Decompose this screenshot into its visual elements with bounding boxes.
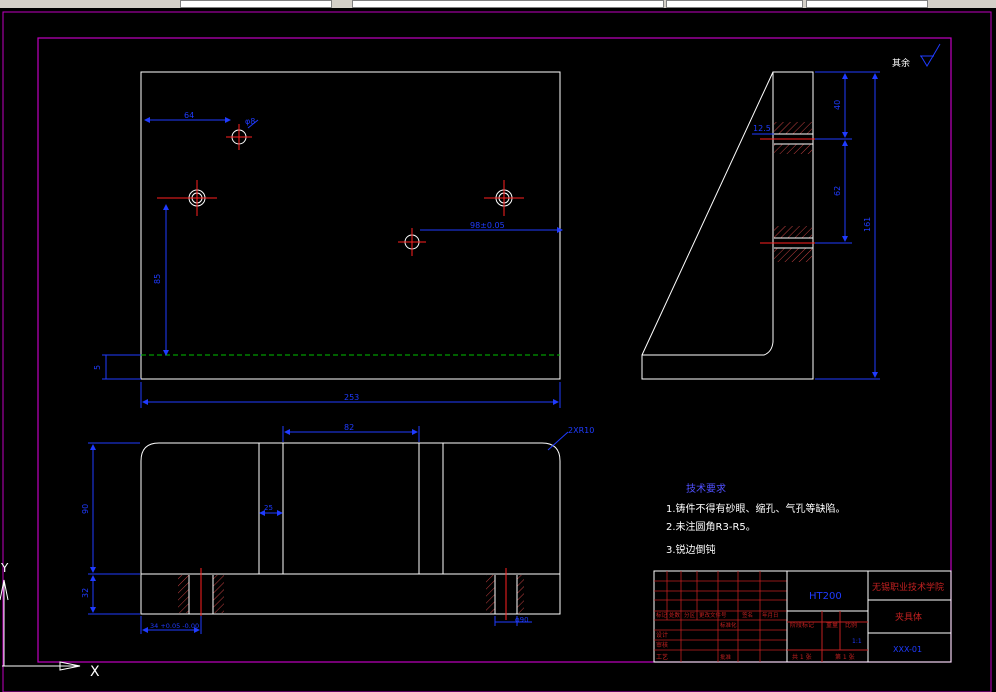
tb-row-label-6: 年月日 <box>762 611 779 619</box>
tb-row-label-2: 处数 <box>669 611 681 619</box>
title-block[interactable]: HT200 无锡职业技术学院 夹具体 XXX-01 标记 处数 分区 更改文件号… <box>653 570 952 663</box>
dim-front-height: 85 <box>153 274 162 284</box>
bottom-outline <box>140 442 561 615</box>
dim-bottom-slot: 25 <box>264 504 273 512</box>
dim-bottom-right: φ90 <box>515 616 529 624</box>
toolbar-strip <box>0 0 996 8</box>
hole-center[interactable] <box>398 228 426 256</box>
tech-item-3: 3.锐边倒钝 <box>666 543 716 556</box>
toolbar-field[interactable] <box>180 0 332 8</box>
dim-bottom-chamfer: 2XR10 <box>568 426 594 435</box>
surface-mark-label: 其余 <box>892 57 910 69</box>
ucs-y-label: Y <box>0 561 9 575</box>
front-outline <box>140 71 561 380</box>
tb-stage-label-2: 重量 <box>826 621 838 629</box>
tb-scale: 1:1 <box>852 638 862 645</box>
tb-approve-label: 批准 <box>720 653 732 661</box>
hole-top-left[interactable] <box>226 124 252 150</box>
side-outline <box>641 71 814 380</box>
tb-row-label-3: 分区 <box>684 611 696 619</box>
tb-stage-label-3: 比例 <box>845 621 857 629</box>
hole-right[interactable] <box>484 180 524 216</box>
dim-bottom-span: 82 <box>344 423 354 432</box>
toolbar-field[interactable] <box>666 0 803 8</box>
tb-std-label: 标准化 <box>720 621 737 629</box>
tb-material: HT200 <box>809 591 842 602</box>
ucs-icon: X Y <box>0 561 100 680</box>
dim-front-width: 253 <box>344 393 359 402</box>
tb-school: 无锡职业技术学院 <box>872 581 944 593</box>
inner-frame <box>37 37 952 663</box>
dim-front-hole-diam: φ8 <box>245 117 255 126</box>
dim-front-right: 98±0.05 <box>470 221 505 230</box>
tb-part-name: 夹具体 <box>895 611 922 623</box>
side-rib <box>641 71 774 356</box>
tech-item-1: 1.铸件不得有砂眼、缩孔、气孔等缺陷。 <box>666 502 846 515</box>
tb-sheet-no: 第 1 张 <box>835 653 855 661</box>
tb-row-label-5: 签名 <box>742 611 753 619</box>
tech-requirements: 技术要求 1.铸件不得有砂眼、缩孔、气孔等缺陷。 2.未注圆角R3-R5。 3.… <box>666 482 846 556</box>
dim-bottom-height: 90 <box>81 504 90 514</box>
dim-front-top-left: 64 <box>184 111 194 120</box>
dim-side-middle: 62 <box>833 186 842 196</box>
bottom-view[interactable]: 82 2XR10 90 32 25 34 +0.05 -0.00 φ90 <box>81 423 594 634</box>
dim-side-upper: 40 <box>833 100 842 110</box>
toolbar-field[interactable] <box>806 0 928 8</box>
hole-left[interactable] <box>157 180 217 216</box>
tb-stage-label-1: 阶段标记 <box>790 621 814 629</box>
ucs-x-label: X <box>90 664 100 680</box>
front-view[interactable]: 64 φ8 98±0.05 85 5 253 <box>93 71 563 408</box>
tb-left-label-2: 审核 <box>656 641 668 649</box>
dim-bottom-left-tol: 34 +0.05 -0.00 <box>150 622 199 630</box>
side-view[interactable]: 40 62 161 12.5 <box>641 71 880 380</box>
tb-left-label-3: 工艺 <box>656 653 668 661</box>
dim-side-overall: 161 <box>863 217 872 232</box>
surface-finish-mark: 其余 <box>892 43 941 69</box>
dim-bottom-base: 32 <box>81 588 90 598</box>
dim-side-thread: 12.5 <box>753 124 771 133</box>
tb-left-label-1: 设计 <box>656 631 668 639</box>
tech-item-2: 2.未注圆角R3-R5。 <box>666 520 756 533</box>
tb-row-label-4: 更改文件号 <box>699 611 727 619</box>
tb-drawing-no: XXX-01 <box>893 645 922 654</box>
tb-row-label-1: 标记 <box>656 611 668 619</box>
tb-sheet-total: 共 1 张 <box>792 653 812 661</box>
tech-title: 技术要求 <box>686 482 726 495</box>
dim-front-small: 5 <box>93 365 102 370</box>
toolbar-field[interactable] <box>352 0 664 8</box>
outer-frame <box>2 11 992 692</box>
